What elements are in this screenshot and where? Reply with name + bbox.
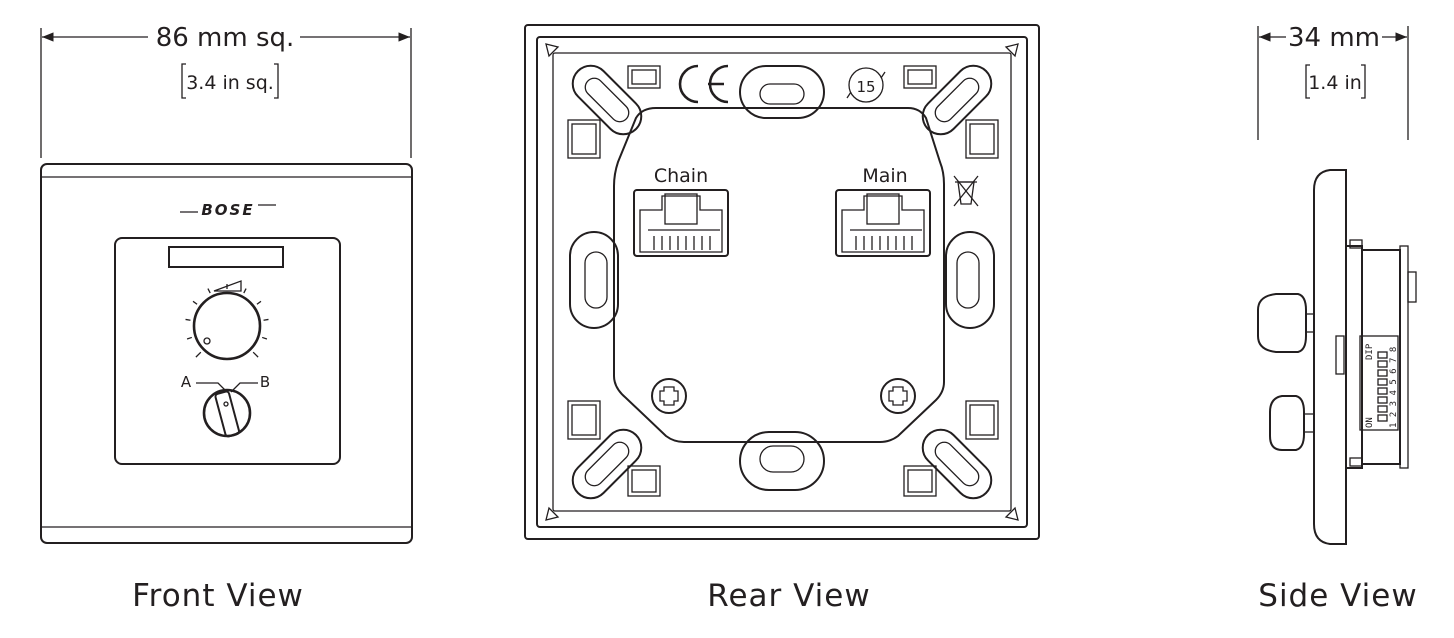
side-volume-knob	[1257, 293, 1315, 353]
dip-switch-outline	[1359, 335, 1399, 431]
main-port-socket	[841, 195, 925, 253]
dip-switch-block[interactable]: DIP ON 1 2 3 4 5 6 7 8	[1359, 335, 1399, 431]
main-port-housing[interactable]	[835, 189, 931, 257]
volume-scale-ticks	[185, 284, 269, 358]
dip-label: DIP	[1365, 343, 1375, 360]
side-flange-tab-top	[1349, 239, 1363, 249]
front-plate	[40, 163, 413, 544]
top-oval-slot	[739, 65, 825, 119]
dip-numbers: 1 2 3 4 5 6 7 8	[1389, 347, 1399, 428]
mounting-slot-top-left	[571, 64, 643, 136]
side-imperial-bracket-right	[1361, 64, 1366, 99]
side-imperial-bracket-left	[1305, 64, 1310, 99]
rear-view: 15 Chain Main	[524, 24, 1040, 614]
mounting-slot-top-right	[921, 64, 993, 136]
front-dimension-label: 86 mm sq.	[156, 23, 295, 53]
side-rear-connector	[1407, 271, 1417, 303]
screw-left	[651, 378, 687, 414]
dip-switches[interactable]	[1377, 351, 1388, 422]
ce-mark-icon	[678, 64, 729, 104]
source-selector-dot	[223, 401, 229, 407]
front-control-panel	[114, 237, 341, 465]
volume-knob[interactable]	[185, 284, 269, 361]
volume-tick	[186, 336, 193, 340]
volume-tick	[263, 318, 269, 321]
front-imperial-bracket-left	[181, 63, 186, 99]
side-selector-knob	[1269, 395, 1315, 451]
rear-view-caption: Rear View	[707, 578, 870, 614]
chain-port-housing[interactable]	[633, 189, 729, 257]
port-main-label: Main	[862, 165, 907, 187]
rear-mounting-plate	[552, 52, 1012, 512]
right-oval-slot	[945, 231, 995, 329]
volume-tick	[256, 300, 262, 305]
volume-tick	[252, 351, 259, 358]
source-selector-knob[interactable]	[202, 388, 252, 438]
volume-tick	[207, 288, 211, 294]
selector-leader-b	[230, 382, 258, 393]
volume-knob-indicator	[203, 337, 211, 345]
volume-tick	[261, 336, 268, 340]
volume-tick	[195, 351, 202, 358]
source-selector-body[interactable]	[202, 388, 252, 438]
side-faceplate-profile	[1313, 169, 1347, 545]
rear-inner-frame	[536, 36, 1028, 528]
rating-mark-text: 15	[856, 78, 875, 96]
side-view-caption: Side View	[1258, 578, 1417, 614]
label-window	[168, 246, 284, 268]
chain-port-socket	[639, 195, 723, 253]
dip-switch[interactable]	[1377, 360, 1388, 368]
side-imperial-label: 1.4 in	[1308, 72, 1362, 94]
corner-marker-top-right	[1004, 43, 1019, 58]
front-view: 86 mm sq. 3.4 in sq. BOSE A B	[40, 23, 413, 614]
dip-switch[interactable]	[1377, 351, 1388, 359]
dip-switch[interactable]	[1377, 378, 1388, 386]
side-flange-tab-bottom	[1349, 457, 1363, 467]
chain-port-latch	[664, 193, 698, 225]
source-selector-grip	[214, 390, 241, 438]
mounting-slot-bottom-left	[571, 428, 643, 500]
chain-port-pins	[648, 229, 720, 250]
bose-logo: BOSE	[180, 201, 276, 219]
mounting-tabs	[567, 65, 999, 497]
corner-marker-bottom-left	[545, 506, 560, 521]
front-imperial-bracket-right	[274, 63, 279, 99]
rear-outer-frame	[524, 24, 1040, 540]
side-view: 34 mm 1.4 in DIP ON 1 2 3 4 5 6 7 8	[1257, 23, 1417, 614]
chain-port-rj45[interactable]	[633, 189, 729, 257]
volume-tick	[192, 300, 198, 305]
weee-bin-icon	[953, 175, 979, 207]
front-imperial-label: 3.4 in sq.	[186, 72, 274, 94]
main-port-pins	[850, 229, 922, 250]
front-view-caption: Front View	[132, 578, 304, 614]
bottom-oval-slot	[739, 431, 825, 491]
dip-switch[interactable]	[1377, 414, 1388, 422]
bose-logo-text: BOSE	[201, 201, 254, 219]
dip-switch[interactable]	[1377, 396, 1388, 404]
volume-knob-body[interactable]	[192, 291, 262, 361]
recycle-rating-icon: 15	[846, 67, 886, 103]
port-chain-label: Chain	[654, 165, 708, 187]
selector-label-a: A	[181, 373, 192, 391]
volume-tick	[243, 288, 247, 294]
main-port-latch	[866, 193, 900, 225]
dip-switch[interactable]	[1377, 387, 1388, 395]
side-rear-lip	[1399, 245, 1409, 469]
dip-switch[interactable]	[1377, 369, 1388, 377]
left-oval-slot	[569, 231, 619, 329]
side-clip	[1335, 335, 1345, 375]
dip-on-label: ON	[1365, 417, 1375, 428]
side-dimension-label: 34 mm	[1288, 23, 1380, 53]
corner-marker-top-left	[545, 43, 560, 58]
dip-switch[interactable]	[1377, 405, 1388, 413]
screw-right	[880, 378, 916, 414]
main-port-rj45[interactable]	[835, 189, 931, 257]
corner-marker-bottom-right	[1004, 506, 1019, 521]
rear-electronics-housing	[613, 107, 945, 443]
selector-label-b: B	[260, 373, 270, 391]
volume-tick	[185, 318, 191, 321]
mounting-slot-bottom-right	[921, 428, 993, 500]
